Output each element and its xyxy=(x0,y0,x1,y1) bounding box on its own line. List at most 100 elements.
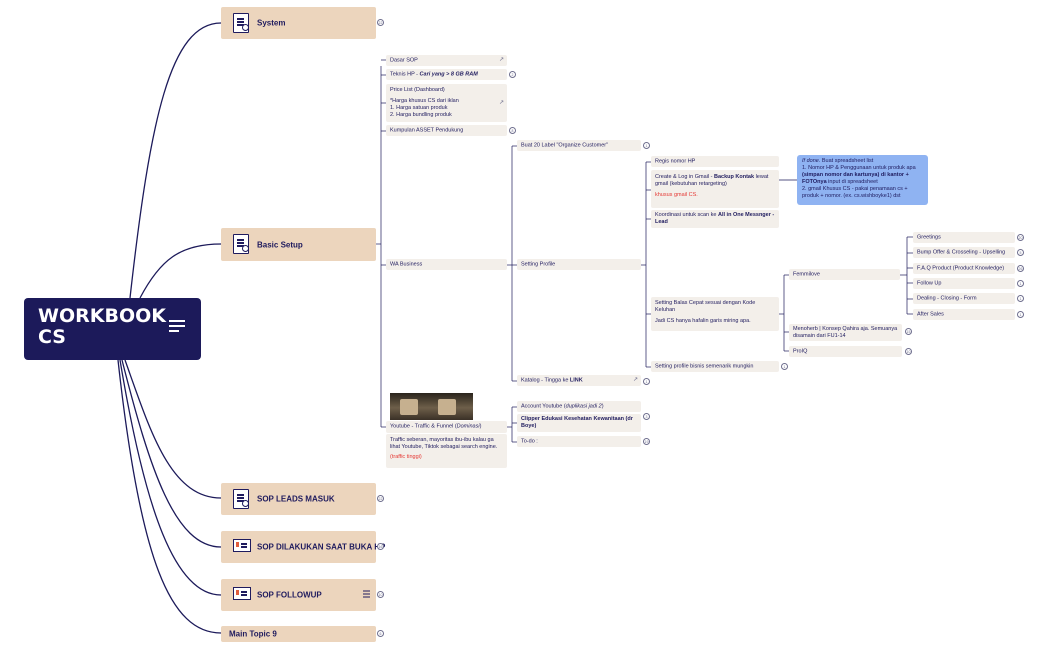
subtopic-follow-up[interactable]: Follow Up xyxy=(913,278,1015,289)
subtopic-price-list[interactable]: Price List (Dashboard) *Harga khusus CS … xyxy=(386,84,507,122)
collapse-count-badge[interactable]: 20 xyxy=(1017,234,1024,241)
subtopic-label: To-do : xyxy=(521,438,538,444)
subtopic-bump-offer[interactable]: Bump Offer & Crosseling - Upselling xyxy=(913,247,1015,258)
subtopic-setting-profile[interactable]: Setting Profile xyxy=(517,259,641,270)
main-topic-label: SOP FOLLOWUP xyxy=(257,590,322,600)
subtopic-label: ) xyxy=(479,423,482,430)
main-topic-label: Basic Setup xyxy=(257,240,303,249)
subtopic-setting-bisnis[interactable]: Setting profile bisnis semenarik mungkin xyxy=(651,361,779,372)
price-list-note: 1. Harga satuan produk xyxy=(390,105,448,111)
subtopic-proiq[interactable]: ProIQ xyxy=(789,346,902,357)
subtopic-buat-label[interactable]: Buat 20 Label "Organize Customer" xyxy=(517,140,641,151)
subtopic-kumpulan-asset[interactable]: Kumpulan ASSET Pendukung xyxy=(386,125,507,136)
subtopic-account-youtube[interactable]: Account Youtube (duplikasi jadi 2) xyxy=(517,401,641,412)
subtopic-label: Koordinasi untuk scan ke xyxy=(655,212,718,218)
subtopic-koordinasi[interactable]: Koordinasi untuk scan ke All in One Mess… xyxy=(651,210,779,228)
lines-icon[interactable] xyxy=(169,320,185,335)
subtopic-label: Create & Log in Gmail - xyxy=(655,174,714,180)
collapse-count-badge[interactable]: 3 xyxy=(643,413,650,420)
collapse-count-badge[interactable]: 1 xyxy=(1017,295,1024,302)
collapse-count-badge[interactable]: 2 xyxy=(509,71,516,78)
subtopic-label: lewat gmail (kebutuhan retargeting) xyxy=(655,174,769,187)
note-emphasis: If done. xyxy=(802,158,821,164)
spreadsheet-callout-note[interactable]: If done. Buat spreadsheet list 1. Nomor … xyxy=(797,155,928,205)
collapse-count-badge[interactable]: 19 xyxy=(643,438,650,445)
subtopic-femmilove[interactable]: Femmilove xyxy=(789,269,900,280)
document-search-icon xyxy=(233,13,249,33)
main-topic-system[interactable]: System xyxy=(221,7,376,39)
main-topic-label: Main Topic 9 xyxy=(229,629,277,639)
subtopic-label: After Sales xyxy=(917,311,944,317)
subtopic-emphasis: duplikasi jadi 2 xyxy=(565,403,602,409)
price-list-title: Price List (Dashboard) xyxy=(390,87,445,93)
subtopic-emphasis: All in One Messnger - Lead xyxy=(655,212,775,225)
subtopic-emphasis: Dominasi xyxy=(456,423,480,430)
subtopic-katalog[interactable]: Katalog - Tingga ke LINK ↗ xyxy=(517,375,641,386)
external-link-icon[interactable]: ↗ xyxy=(499,57,505,63)
subtopic-greetings[interactable]: Greetings xyxy=(913,232,1015,243)
collapse-count-badge[interactable]: 6 xyxy=(377,630,384,637)
subtopic-wa-business[interactable]: WA Business xyxy=(386,259,507,270)
subtopic-label: Kumpulan ASSET Pendukung xyxy=(390,127,464,133)
collapse-count-badge[interactable]: 22 xyxy=(377,19,384,26)
subtopic-dasar-sop[interactable]: Dasar SOP ↗ xyxy=(386,55,507,66)
subtopic-create-gmail[interactable]: Create & Log in Gmail - Backup Kontak le… xyxy=(651,170,779,208)
youtube-note[interactable]: Traffic seberan, mayoritas ibu-ibu kalau… xyxy=(386,434,507,468)
subtopic-todo[interactable]: To-do : xyxy=(517,436,641,447)
collapse-count-badge[interactable]: 5 xyxy=(1017,249,1024,256)
main-topic-sop-leads-masuk[interactable]: SOP LEADS MASUK xyxy=(221,483,376,515)
collapse-count-badge[interactable]: 1 xyxy=(643,378,650,385)
main-topic-sop-dilakukan[interactable]: SOP DILAKUKAN SAAT BUKA HP xyxy=(221,531,385,563)
notes-icon[interactable] xyxy=(363,590,370,600)
note-text: 1. Nomor HP & Penggunaan untuk produk ap… xyxy=(802,165,916,171)
collapse-count-badge[interactable]: 1 xyxy=(643,142,650,149)
subtopic-label: Regis nomor HP xyxy=(655,158,696,164)
collapse-count-badge[interactable]: 1 xyxy=(1017,280,1024,287)
price-list-note: *Harga khusus CS dari iklan xyxy=(390,98,459,104)
note-text: input di spreadsheet xyxy=(826,179,878,185)
subtopic-label: Menoherb | Konsep Qahira aja. Semuanya d… xyxy=(793,326,898,339)
external-link-icon[interactable]: ↗ xyxy=(633,377,639,383)
subtopic-menoherb[interactable]: Menoherb | Konsep Qahira aja. Semuanya d… xyxy=(789,324,902,341)
subtopic-clipper[interactable]: Clipper Edukasi Kesehatan Kewanitaan (dr… xyxy=(517,414,641,432)
youtube-thumbnail-image xyxy=(390,393,473,420)
presentation-icon xyxy=(233,587,251,600)
subtopic-dealing-closing[interactable]: Dealing - Closing - Form xyxy=(913,293,1015,304)
collapse-count-badge[interactable]: 26 xyxy=(1017,265,1024,272)
main-topic-9[interactable]: Main Topic 9 xyxy=(221,626,376,642)
root-topic[interactable]: WORKBOOK CS xyxy=(24,298,201,360)
subtopic-emphasis: Backup Kontak xyxy=(714,174,755,180)
document-search-icon xyxy=(233,234,249,254)
collapse-count-badge[interactable]: 22 xyxy=(377,495,384,502)
price-list-note: 2. Harga bundling produk xyxy=(390,112,452,118)
subtopic-label: Femmilove xyxy=(793,271,820,277)
subtopic-label: Account Youtube ( xyxy=(521,403,566,409)
subtopic-setting-balas-cepat[interactable]: Setting Balas Cepat sesuai dengan Kode K… xyxy=(651,297,779,331)
subtopic-teknis-hp[interactable]: Teknis HP - Cari yang > 8 GB RAM xyxy=(386,69,507,80)
subtopic-emphasis: LINK xyxy=(569,377,583,383)
collapse-count-badge[interactable]: 15 xyxy=(905,328,912,335)
collapse-count-badge[interactable]: 10 xyxy=(905,348,912,355)
collapse-count-badge[interactable]: 10 xyxy=(377,591,384,598)
collapse-count-badge[interactable]: 1 xyxy=(1017,311,1024,318)
main-topic-label: SOP DILAKUKAN SAAT BUKA HP xyxy=(257,542,386,552)
subtopic-faq-product[interactable]: F.A.Q Product (Product Knowledge) xyxy=(913,263,1015,274)
subtopic-label: ProIQ xyxy=(793,348,808,354)
subtopic-label: Setting profile bisnis semenarik mungkin xyxy=(655,363,754,369)
subtopic-regis-nomor[interactable]: Regis nomor HP xyxy=(651,156,779,167)
subtopic-label: Dasar SOP xyxy=(390,57,418,63)
main-topic-basic-setup[interactable]: Basic Setup xyxy=(221,228,376,261)
main-topic-sop-followup[interactable]: SOP FOLLOWUP xyxy=(221,579,376,611)
traffic-highlight: (traffic tinggi) xyxy=(390,454,422,460)
collapse-count-badge[interactable]: 1 xyxy=(781,363,788,370)
note-emphasis: (simpan nomor dan kartunya) di kantor + … xyxy=(802,172,909,185)
presentation-icon xyxy=(233,539,251,552)
external-link-icon[interactable]: ↗ xyxy=(499,100,505,106)
collapse-count-badge[interactable]: 16 xyxy=(377,543,384,550)
subtopic-label: Clipper Edukasi Kesehatan Kewanitaan (dr… xyxy=(521,416,633,429)
subtopic-after-sales[interactable]: After Sales xyxy=(913,309,1015,320)
subtopic-youtube[interactable]: Youtube - Traffic & Funnel (Dominasi) xyxy=(386,421,507,433)
main-topic-label: SOP LEADS MASUK xyxy=(257,494,335,504)
root-title: WORKBOOK CS xyxy=(38,305,166,348)
collapse-count-badge[interactable]: 8 xyxy=(509,127,516,134)
